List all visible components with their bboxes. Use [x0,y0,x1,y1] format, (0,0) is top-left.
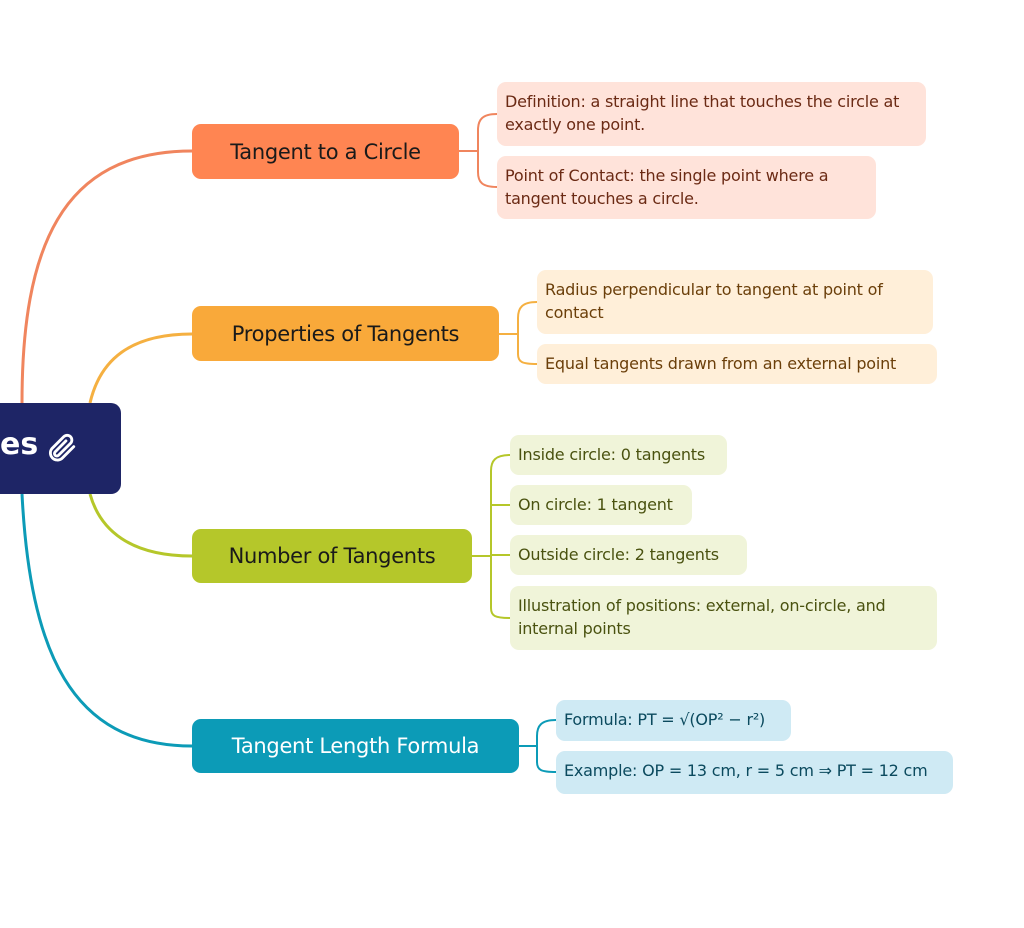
branch-label: Properties of Tangents [231,321,460,346]
branch-properties-of-tangents[interactable]: Properties of Tangents [192,306,499,361]
branch-label: Tangent to a Circle [230,139,421,164]
leaf-equal-tangents[interactable]: Equal tangents drawn from an external po… [537,344,937,384]
branch-label: Tangent Length Formula [231,734,480,758]
connector-branch-2-leaves [499,301,538,365]
paperclip-icon[interactable] [44,431,78,473]
leaf-illustration-of-positions[interactable]: Illustration of positions: external, on-… [510,586,937,650]
connector-central-branch-4 [20,493,193,748]
connector-central-branch-3 [88,493,193,558]
connector-central-branch-2 [88,332,193,404]
leaf-formula[interactable]: Formula: PT = √(OP² − r²) [556,700,791,741]
connector-branch-4-leaves [519,719,557,773]
branch-tangent-to-a-circle[interactable]: Tangent to a Circle [192,124,459,179]
central-node[interactable]: es [0,403,121,494]
branch-tangent-length-formula[interactable]: Tangent Length Formula [192,719,519,773]
leaf-radius-perpendicular[interactable]: Radius perpendicular to tangent at point… [537,270,933,334]
leaf-definition[interactable]: Definition: a straight line that touches… [497,82,926,146]
central-node-label: es [0,427,39,462]
leaf-outside-circle[interactable]: Outside circle: 2 tangents [510,535,747,575]
leaf-point-of-contact[interactable]: Point of Contact: the single point where… [497,156,876,219]
leaf-on-circle[interactable]: On circle: 1 tangent [510,485,692,525]
connector-branch-1-leaves [459,113,498,188]
connector-branch-3-leaves [472,454,511,619]
connector-central-branch-1 [20,149,193,404]
leaf-example[interactable]: Example: OP = 13 cm, r = 5 cm ⇒ PT = 12 … [556,751,953,794]
branch-number-of-tangents[interactable]: Number of Tangents [192,529,472,583]
leaf-inside-circle[interactable]: Inside circle: 0 tangents [510,435,727,475]
branch-label: Number of Tangents [228,544,436,568]
